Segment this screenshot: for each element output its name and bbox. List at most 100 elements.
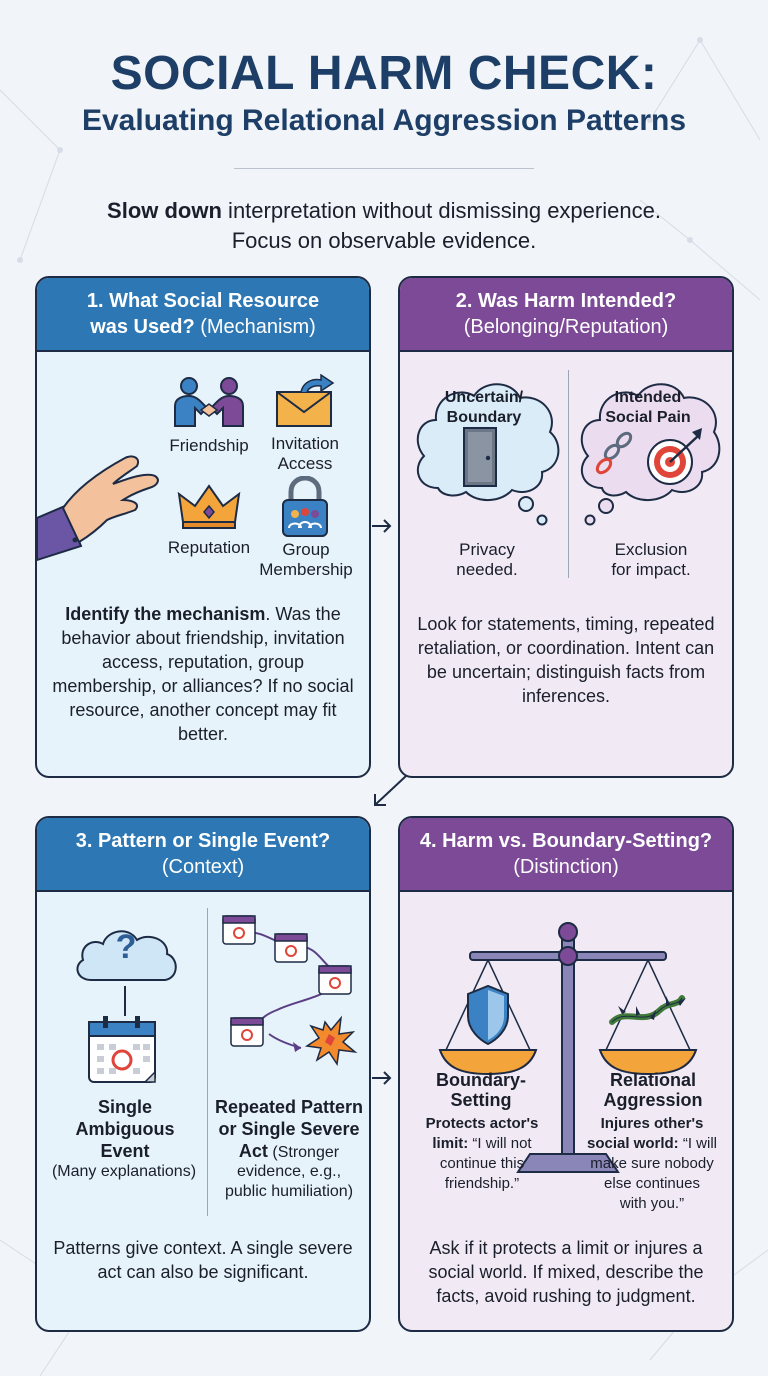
handshake-people-icon (174, 377, 244, 427)
card-intent-header: 2. Was Harm Intended? (Belonging/Reputat… (400, 278, 732, 352)
intro-line-1: interpretation without dismissing experi… (221, 198, 661, 223)
relational-aggression-title: Relational Aggression (578, 1070, 728, 1110)
page-subtitle: Evaluating Relational Aggression Pattern… (81, 104, 687, 137)
label-group-line-2: Membership (259, 560, 353, 579)
boundary-setting-desc-1: Protects actor's (425, 1115, 539, 1132)
cloud-left-title: Uncertain/ Boundary (432, 388, 536, 428)
arrow-card1-to-card2 (372, 519, 392, 533)
repeated-pattern-note-3: public humiliation) (224, 1183, 354, 1200)
cloud-right-caption-2: for impact. (611, 560, 691, 579)
intro-bold: Slow down (107, 198, 222, 223)
cloud-left-caption-2: needed. (456, 560, 518, 579)
card-intent-title-light: (Belonging/Reputation) (463, 316, 669, 338)
label-friendship: Friendship (169, 436, 249, 455)
label-invitation-access: Invitation Access (259, 434, 351, 474)
question-cloud-icon (76, 930, 177, 981)
relational-aggression-desc-2: “I will (678, 1135, 717, 1152)
thought-cloud-right-icon (580, 383, 721, 526)
repeated-pattern-title-2: or Single Severe (218, 1119, 360, 1139)
relational-aggression-desc-5: with you.” (619, 1195, 685, 1212)
card-context-header: 3. Pattern or Single Event? (Context) (37, 818, 369, 892)
thought-cloud-left-icon (416, 383, 560, 526)
card-distinction-body: Ask if it protects a limit or injures a … (428, 1238, 704, 1306)
boundary-setting-title-1: Boundary- (436, 1070, 526, 1090)
card-intent-body: Look for statements, timing, repeated re… (417, 614, 715, 706)
label-reputation: Reputation (167, 538, 251, 557)
card-mechanism-title-1: 1. What Social Resource (86, 290, 320, 312)
card-context-divider (207, 908, 208, 1216)
crown-icon (177, 484, 241, 529)
repeated-pattern-note-2: evidence, e.g., (236, 1163, 342, 1180)
cloud-left-caption-1: Privacy (459, 540, 515, 559)
label-invitation-line-2: Access (277, 454, 333, 473)
single-event-title-1: Single (97, 1097, 152, 1117)
card-mechanism-body-bold: Identify the mechanism (65, 604, 266, 624)
arrow-card3-to-card4 (372, 1071, 392, 1085)
relational-aggression-desc-2-bold: social world: (586, 1135, 679, 1152)
card-distinction-header: 4. Harm vs. Boundary-Setting? (Distincti… (400, 818, 732, 892)
repeated-pattern-note: evidence, e.g., public humiliation) (209, 1162, 369, 1202)
title-divider (234, 168, 534, 169)
relational-aggression-desc-3: make sure nobody (590, 1155, 714, 1172)
repeated-pattern-title-1: Repeated Pattern (214, 1097, 364, 1117)
cloud-right-caption: Exclusion for impact. (594, 540, 708, 580)
card-intent-title: 2. Was Harm Intended? (455, 290, 677, 312)
padlock-group-icon (282, 476, 328, 537)
cloud-left-title-2: Boundary (446, 409, 522, 426)
card-distinction: 4. Harm vs. Boundary-Setting? (Distincti… (398, 816, 734, 1332)
boundary-setting-desc-2-bold: limit: (432, 1135, 469, 1152)
card-mechanism-header: 1. What Social Resource was Used? (Mecha… (37, 278, 369, 352)
card-distinction-title-light: (Distinction) (513, 856, 619, 878)
reaching-hand-icon (37, 455, 159, 562)
card-context-body: Patterns give context. A single severe a… (53, 1238, 353, 1282)
intro-text: Slow down interpretation without dismiss… (40, 196, 728, 256)
boundary-setting-desc: Protects actor's limit: “I will not cont… (408, 1114, 556, 1194)
single-event-title: Single Ambiguous Event (45, 1096, 205, 1162)
boundary-setting-desc-3: continue this (439, 1155, 525, 1172)
single-event-note: (Many explanations) (51, 1163, 197, 1180)
calendar-icon (88, 1016, 156, 1083)
boundary-setting-title: Boundary- Setting (406, 1070, 556, 1110)
card-intent-divider (568, 370, 569, 578)
arrow-card2-to-card3 (374, 775, 407, 806)
single-event-title-3: Event (100, 1141, 150, 1161)
single-event-title-2: Ambiguous (75, 1119, 175, 1139)
card-distinction-title: 4. Harm vs. Boundary-Setting? (419, 830, 713, 852)
label-invitation-line-1: Invitation (270, 434, 340, 453)
label-group-membership: Group Membership (251, 540, 361, 580)
boundary-setting-desc-2: “I will not (468, 1135, 532, 1152)
card-context-title-light: (Context) (161, 856, 245, 878)
relational-aggression-title-1: Relational (609, 1070, 697, 1090)
page-title: SOCIAL HARM CHECK: (110, 47, 658, 100)
card-mechanism-body: Identify the mechanism. Was the behavior… (51, 602, 355, 746)
cloud-left-caption: Privacy needed. (432, 540, 542, 580)
repeated-pattern-title: Repeated Pattern or Single Severe Act (S… (209, 1096, 369, 1164)
cloud-right-title-2: Social Pain (605, 409, 691, 426)
card-mechanism: 1. What Social Resource was Used? (Mecha… (35, 276, 371, 778)
question-mark-glyph: ? (115, 928, 137, 966)
envelope-arrow-icon (276, 374, 335, 427)
card-mechanism-title-light: (Mechanism) (194, 316, 316, 338)
relational-aggression-title-2: Aggression (603, 1090, 703, 1110)
card-context: 3. Pattern or Single Event? (Context) ? … (35, 816, 371, 1332)
boundary-setting-desc-4: friendship.” (444, 1175, 520, 1192)
connector-line (124, 986, 126, 1016)
relational-aggression-desc: Injures other's social world: “I will ma… (576, 1114, 728, 1214)
relational-aggression-desc-1: Injures other's (600, 1115, 704, 1132)
card-intent: 2. Was Harm Intended? (Belonging/Reputat… (398, 276, 734, 778)
cloud-right-title-1: Intended (614, 389, 682, 406)
card-context-title: 3. Pattern or Single Event? (75, 830, 331, 852)
boundary-setting-title-2: Setting (450, 1090, 512, 1110)
relational-aggression-desc-4: else continues (604, 1175, 700, 1192)
repeated-pattern-icon (222, 915, 358, 1066)
card-mechanism-title-2: was Used? (90, 316, 195, 338)
balance-scale-icon (438, 922, 698, 1173)
intro-line-2: Focus on observable evidence. (231, 228, 537, 253)
cloud-right-title: Intended Social Pain (596, 388, 700, 428)
cloud-left-title-1: Uncertain/ (444, 389, 524, 406)
cloud-right-caption-1: Exclusion (614, 540, 688, 559)
repeated-pattern-note-1: (Stronger (267, 1144, 340, 1161)
card-mechanism-body-rest: . Was the behavior about friendship, inv… (52, 604, 354, 744)
label-group-line-1: Group (282, 540, 330, 559)
